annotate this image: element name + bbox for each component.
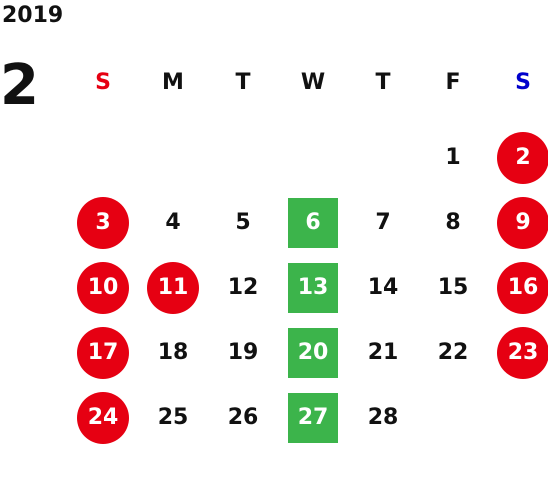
weekday-header: W	[300, 70, 326, 95]
day-cell[interactable]: 11	[138, 255, 208, 320]
day-cell[interactable]: 24	[68, 385, 138, 450]
day-number: 5	[235, 210, 251, 235]
day-cell[interactable]: 15	[418, 255, 488, 320]
day-number: 27	[288, 392, 338, 443]
day-cell[interactable]: 4	[138, 190, 208, 255]
day-cell[interactable]: 14	[348, 255, 418, 320]
day-number: 15	[437, 275, 469, 300]
day-number: 7	[375, 210, 391, 235]
day-cell[interactable]: 8	[418, 190, 488, 255]
day-number: 6	[288, 197, 338, 248]
day-cell[interactable]: 25	[138, 385, 208, 450]
day-number: 10	[77, 261, 129, 314]
day-number: 23	[497, 326, 548, 379]
month-label: 2	[0, 53, 39, 118]
day-cell[interactable]: 27	[278, 385, 348, 450]
day-number: 20	[288, 327, 338, 378]
day-number: 16	[497, 261, 548, 314]
weekday-header: S	[515, 70, 531, 95]
day-number: 18	[157, 340, 189, 365]
day-cell[interactable]: 23	[488, 320, 548, 385]
day-number: 12	[227, 275, 259, 300]
day-number: 25	[157, 405, 189, 430]
day-cell[interactable]: 19	[208, 320, 278, 385]
day-cell[interactable]: 28	[348, 385, 418, 450]
day-cell[interactable]: 9	[488, 190, 548, 255]
day-number: 2	[497, 131, 548, 184]
weekday-header: F	[445, 70, 461, 95]
day-cell[interactable]: 5	[208, 190, 278, 255]
day-cell[interactable]: 2	[488, 125, 548, 190]
day-number: 26	[227, 405, 259, 430]
day-number: 19	[227, 340, 259, 365]
day-cell[interactable]: 20	[278, 320, 348, 385]
day-number: 17	[77, 326, 129, 379]
day-number: 21	[367, 340, 399, 365]
day-cell[interactable]: 26	[208, 385, 278, 450]
weekday-header: M	[162, 70, 184, 95]
day-number: 3	[77, 196, 129, 249]
day-number: 4	[165, 210, 181, 235]
day-number: 8	[445, 210, 461, 235]
day-cell[interactable]: 21	[348, 320, 418, 385]
day-number: 9	[497, 196, 548, 249]
weekday-header: T	[235, 70, 251, 95]
day-number: 11	[147, 261, 199, 314]
day-cell[interactable]: 10	[68, 255, 138, 320]
day-number: 13	[288, 262, 338, 313]
empty-day-cell	[68, 125, 138, 190]
empty-day-cell	[208, 125, 278, 190]
empty-day-cell	[138, 125, 208, 190]
weekday-header: T	[375, 70, 391, 95]
day-cell[interactable]: 18	[138, 320, 208, 385]
day-number: 1	[445, 145, 461, 170]
day-cell[interactable]: 6	[278, 190, 348, 255]
day-cell[interactable]: 16	[488, 255, 548, 320]
day-number: 24	[77, 391, 129, 444]
day-cell[interactable]: 7	[348, 190, 418, 255]
day-cell[interactable]: 3	[68, 190, 138, 255]
day-cell[interactable]: 1	[418, 125, 488, 190]
day-cell[interactable]: 17	[68, 320, 138, 385]
day-cell[interactable]: 22	[418, 320, 488, 385]
day-number: 22	[437, 340, 469, 365]
empty-day-cell	[348, 125, 418, 190]
weekday-header: S	[95, 70, 111, 95]
day-number: 28	[367, 405, 399, 430]
day-cell[interactable]: 12	[208, 255, 278, 320]
empty-day-cell	[278, 125, 348, 190]
day-cell[interactable]: 13	[278, 255, 348, 320]
day-number: 14	[367, 275, 399, 300]
year-label: 2019	[2, 3, 64, 28]
